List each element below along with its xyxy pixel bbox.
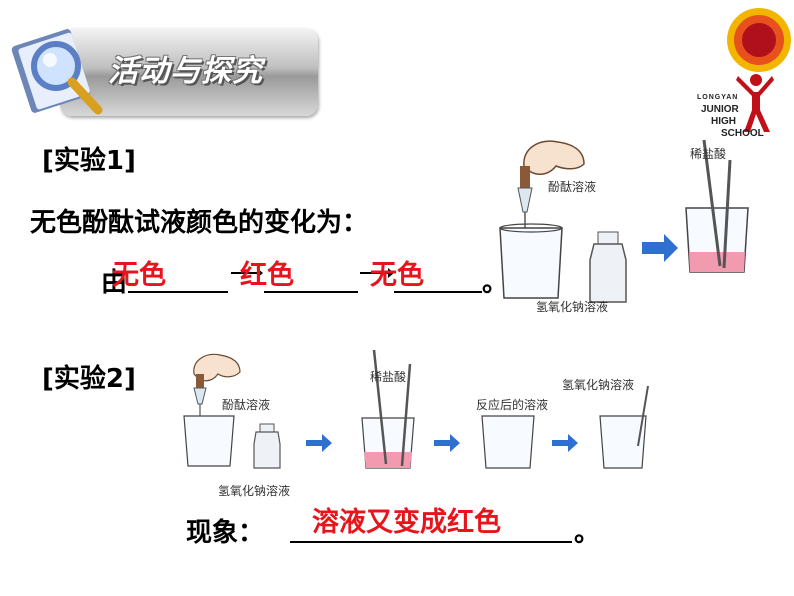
answer-3: 无色 — [370, 260, 424, 291]
experiment2-illustration — [183, 349, 649, 469]
beaker-icon — [481, 415, 535, 469]
experiment1-illustration — [499, 139, 749, 303]
exp2-label-naoh: 氢氧化钠溶液 — [562, 378, 635, 392]
experiment1-question: 无色酚酞试液颜色的变化为： — [30, 208, 369, 238]
experiment2-heading: [实验2] — [42, 364, 136, 394]
exp2-label-bottle: 氢氧化钠溶液 — [218, 484, 291, 498]
arrow-icon — [360, 268, 394, 278]
hand-icon — [523, 140, 585, 175]
bottle-icon — [589, 243, 627, 303]
school-logo-text: LONGYAN JUNIOR HIGH SCHOOL — [697, 92, 764, 140]
blue-arrow-icon — [306, 434, 332, 452]
experiment2-end: 。 — [574, 518, 601, 548]
logo-line2: JUNIOR — [701, 104, 739, 115]
logo-line4: SCHOOL — [721, 128, 764, 139]
experiment1-heading: [实验1] — [42, 146, 136, 176]
exp2-label-after: 反应后的溶液 — [476, 398, 549, 412]
blue-arrow-icon — [434, 434, 460, 452]
phenomenon-label: 现象： — [186, 518, 265, 548]
blank-2 — [264, 291, 358, 293]
answer-2: 红色 — [240, 260, 294, 291]
phenomenon-blank — [290, 541, 572, 543]
logo-line3: HIGH — [711, 116, 736, 127]
blue-arrow-icon — [552, 434, 578, 452]
magnifier-book-icon — [11, 29, 103, 115]
blank-3 — [394, 291, 482, 293]
exp2-label-dropper: 酚酞溶液 — [222, 398, 271, 412]
exp2-label-acid: 稀盐酸 — [370, 370, 407, 384]
section-banner — [60, 28, 318, 116]
phenomenon-answer: 溶液又变成红色 — [312, 507, 501, 538]
beaker-icon — [183, 415, 235, 467]
blank-1 — [128, 291, 228, 293]
arrow-icon — [231, 268, 263, 278]
dropper-bulb — [520, 166, 530, 188]
hand-icon — [193, 353, 241, 382]
logo-line1: LONGYAN — [697, 94, 739, 101]
school-logo-figure-icon — [736, 74, 774, 132]
experiment1-prefix: 由 — [101, 268, 128, 298]
bottle-icon — [253, 431, 281, 469]
school-logo-sun-icon — [727, 8, 791, 72]
label-dropper: 酚酞溶液 — [548, 180, 597, 194]
label-acid: 稀盐酸 — [690, 147, 727, 161]
beaker-icon — [599, 415, 647, 469]
answer-1: 无色 — [112, 260, 166, 291]
beaker-icon — [499, 227, 563, 299]
blue-arrow-icon — [642, 234, 678, 262]
label-bottle: 氢氧化钠溶液 — [536, 300, 609, 314]
banner-title: 活动与探究 — [108, 54, 263, 89]
